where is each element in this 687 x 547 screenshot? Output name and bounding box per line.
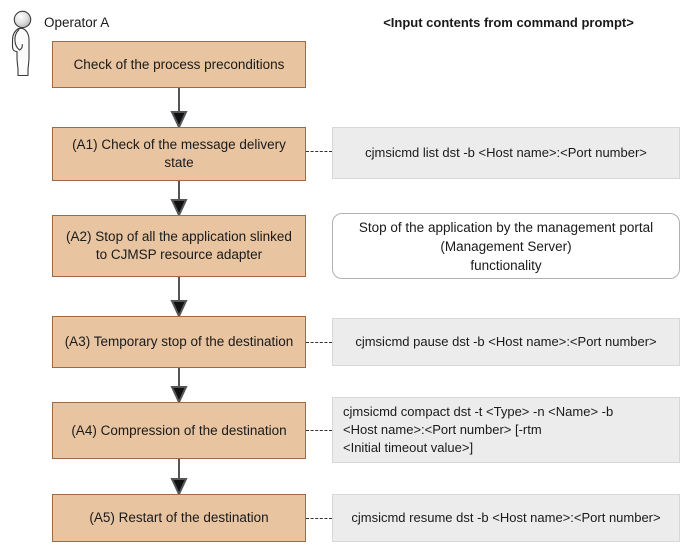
command-box-a4[interactable]: cjmsicmd compact dst -t <Type> -n <Name>… (332, 397, 680, 463)
process-box-a5[interactable]: (A5) Restart of the destination (52, 494, 306, 542)
dash-link-a5 (306, 518, 332, 519)
process-box-a4[interactable]: (A4) Compression of the destination (52, 402, 306, 459)
process-box-a1[interactable]: (A1) Check of the message delivery state (52, 127, 306, 181)
command-box-a5[interactable]: cjmsicmd resume dst -b <Host name>:<Port… (332, 494, 680, 542)
command-box-a3[interactable]: cjmsicmd pause dst -b <Host name>:<Port … (332, 318, 680, 366)
command-box-a1[interactable]: cjmsicmd list dst -b <Host name>:<Port n… (332, 127, 680, 179)
process-box-start[interactable]: Check of the process preconditions (52, 41, 306, 88)
column-header-input-contents: <Input contents from command prompt> (383, 15, 634, 30)
process-box-a2[interactable]: (A2) Stop of all the application slinked… (52, 215, 306, 277)
note-box-a2[interactable]: Stop of the application by the managemen… (332, 213, 680, 279)
person-icon (11, 10, 32, 77)
operator-label: Operator A (44, 15, 110, 30)
dash-link-a3 (306, 342, 332, 343)
dash-link-a4 (306, 430, 332, 431)
dash-link-a1 (306, 151, 332, 152)
process-box-a3[interactable]: (A3) Temporary stop of the destination (52, 316, 306, 368)
